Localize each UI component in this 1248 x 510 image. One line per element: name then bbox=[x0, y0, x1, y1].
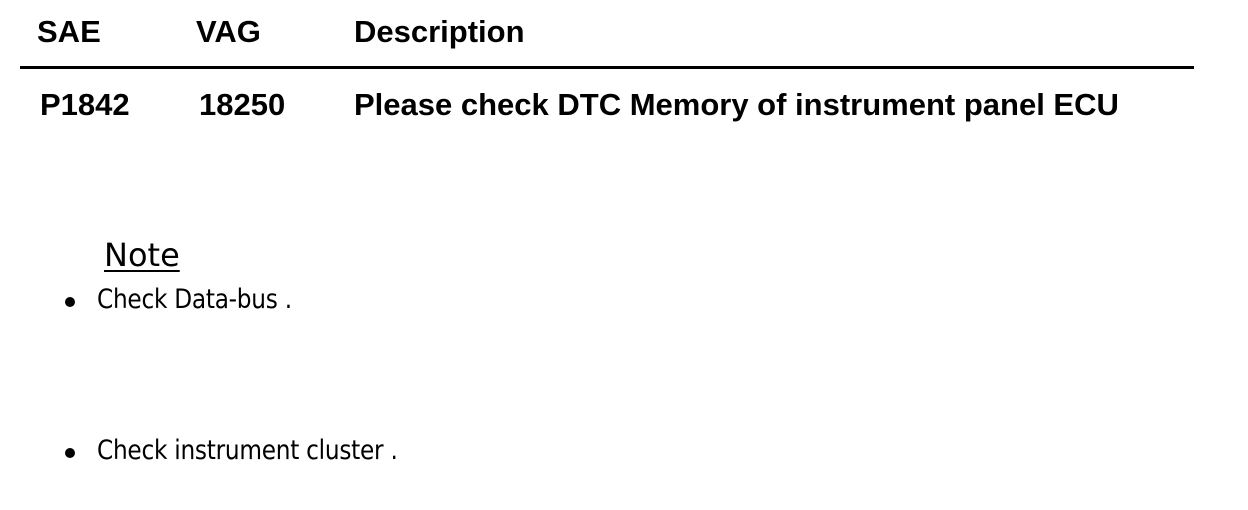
cell-description: Please check DTC Memory of instrument pa… bbox=[354, 87, 1119, 122]
column-header-sae: SAE bbox=[37, 14, 101, 49]
column-header-description: Description bbox=[354, 14, 525, 49]
header-divider bbox=[20, 66, 1194, 69]
note-item-text: Check instrument cluster . bbox=[97, 435, 398, 466]
bullet-icon bbox=[65, 297, 75, 307]
note-title: Note bbox=[104, 236, 180, 274]
cell-sae-code: P1842 bbox=[40, 87, 130, 122]
column-header-vag: VAG bbox=[196, 14, 261, 49]
note-item-text: Check Data-bus . bbox=[97, 284, 292, 315]
cell-vag-code: 18250 bbox=[199, 87, 286, 122]
bullet-icon bbox=[65, 448, 75, 458]
